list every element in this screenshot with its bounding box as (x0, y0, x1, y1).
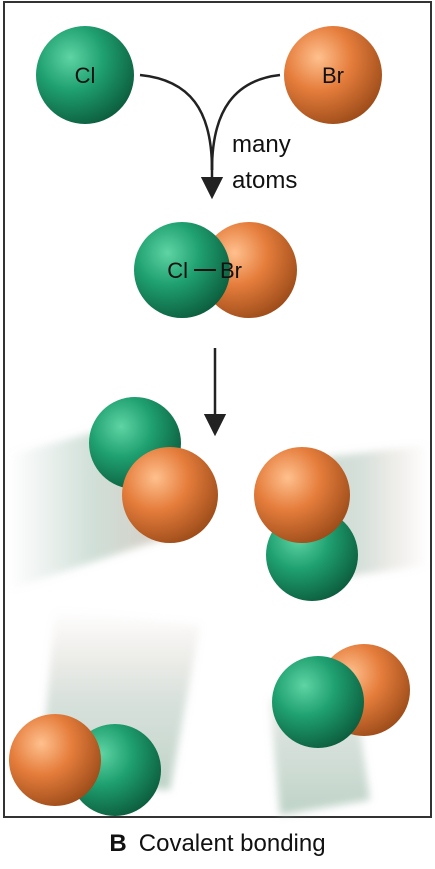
moving-molecule-4 (272, 644, 410, 748)
molecule-cl-label: Cl (167, 258, 188, 283)
chlorine-atom-label: Cl (75, 63, 96, 88)
moving-molecule-2 (254, 447, 358, 601)
bromine-atom (284, 26, 382, 124)
molecule4-chlorine-atom (272, 656, 364, 748)
moving-molecule-1 (89, 397, 218, 543)
chlorine-atom (36, 26, 134, 124)
molecule-bromine-atom (201, 222, 297, 318)
molecule-br-label: Br (220, 258, 242, 283)
merge-arrow-left (139, 73, 214, 171)
arrow-label-atoms: atoms (232, 167, 297, 194)
caption-text: Covalent bonding (138, 830, 326, 857)
caption-letter: B (109, 830, 127, 857)
molecule1-bromine-atom (122, 447, 218, 543)
clbr-molecule (134, 222, 297, 318)
arrow-label-many: many (232, 131, 291, 158)
bromine-atom-label: Br (322, 63, 344, 88)
molecule2-bromine-atom (254, 447, 350, 543)
moving-molecule-3 (9, 714, 161, 816)
merge-arrow-right (210, 73, 281, 171)
molecule-chlorine-atom (134, 222, 230, 318)
molecule3-bromine-atom (9, 714, 101, 806)
figure-caption: B Covalent bonding (0, 830, 435, 858)
